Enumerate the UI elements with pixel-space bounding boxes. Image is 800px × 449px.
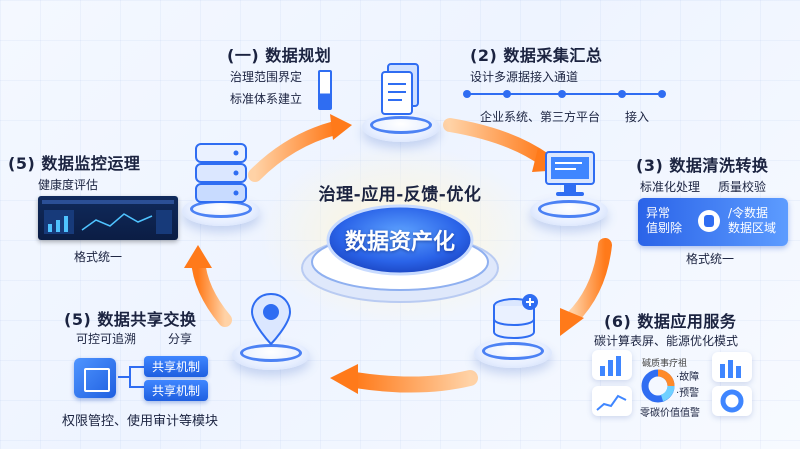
clean-title: (3) 数据清洗转换 — [636, 156, 769, 175]
share-subtitle-share: 分享 — [168, 332, 193, 346]
bar-chart-icon — [600, 356, 621, 376]
collect-subtitle: 设计多源据接入通道 — [470, 70, 579, 84]
apply-line-chart-tile — [592, 386, 632, 416]
apply-subtitle: 碳计算表屏、能源优化模式 — [594, 334, 739, 348]
arrow-share-to-monitor — [191, 253, 232, 327]
apply-ring-tile — [712, 386, 752, 416]
arrow-apply-to-share — [347, 370, 478, 393]
donut-chart-icon — [641, 369, 675, 403]
arrow-collect-to-clean — [443, 118, 552, 167]
monitor-icon — [545, 151, 595, 196]
clean-footer: 格式统一 — [686, 252, 735, 266]
clean-region-line-1: /令数据 — [728, 206, 769, 220]
apply-fault-label: ·故障 — [676, 372, 700, 383]
share-title: (5) 数据共享交换 — [64, 310, 197, 329]
collect-title: (2) 数据采集汇总 — [470, 46, 603, 65]
share-mechanism-button-1[interactable]: 共享机制 — [144, 356, 209, 377]
plan-line-2: 标准体系建立 — [230, 92, 303, 106]
share-hub-icon — [74, 358, 116, 398]
dashboard-chart-icon — [42, 200, 174, 234]
arrowhead-apply-to-share — [330, 364, 358, 394]
arrowhead-clean-to-apply — [560, 308, 584, 336]
location-pin-icon — [250, 292, 292, 346]
share-mechanism-button-2[interactable]: 共享机制 — [144, 380, 209, 401]
clean-outlier-line-2: 值剔除 — [646, 221, 683, 235]
clean-region-line-2: 数据区域 — [728, 221, 777, 235]
monitor-subtitle: 健康度评估 — [38, 178, 99, 192]
collect-pedestal — [362, 112, 440, 142]
share-subtitle-trace: 可控可追溯 — [76, 332, 137, 346]
share-connector-icon — [118, 366, 144, 388]
plan-line-1: 治理范围界定 — [230, 70, 303, 84]
line-chart-icon — [596, 394, 627, 411]
document-stack-icon — [381, 63, 419, 115]
arrow-clean-to-apply — [565, 238, 612, 325]
clean-outlier-label: 异常 值剔除 — [646, 206, 682, 236]
server-icon — [195, 143, 247, 203]
clean-subtitle-standardize: 标准化处理 — [640, 180, 701, 194]
apply-bar-chart-tile — [592, 350, 632, 380]
apply-warning-label: ·预警 — [676, 388, 700, 399]
bar-chart-icon-2 — [720, 360, 741, 378]
share-footer: 权限管控、使用审计等模块 — [62, 414, 219, 429]
core-label: 数据资产化 — [344, 230, 455, 255]
clean-outlier-line-1: 异常 — [646, 206, 671, 220]
collect-access-label: 接入 — [625, 110, 650, 124]
clean-region-label: /令数据 数据区域 — [728, 206, 776, 236]
clean-subtitle-quality: 质量校验 — [718, 180, 767, 194]
database-plus-icon — [493, 294, 538, 339]
monitor-dashboard-thumbnail — [38, 196, 178, 240]
apply-bar-chart-tile-2 — [712, 352, 752, 382]
collect-timeline — [463, 90, 666, 98]
apply-pedestal — [474, 338, 552, 368]
apply-value-label: 零碳价值值警 — [640, 408, 700, 419]
plan-title: (一) 数据规划 — [227, 46, 332, 65]
ruler-icon — [318, 70, 332, 110]
ring-chart-icon — [720, 389, 744, 413]
apply-tile-caption: 碱质事疗祖 — [642, 359, 688, 369]
apply-title: (6) 数据应用服务 — [604, 312, 737, 331]
monitor-title: (5) 数据监控运理 — [8, 154, 141, 173]
cycle-headline: 治理-应用-反馈-优化 — [318, 185, 482, 205]
collect-source-label: 企业系统、第三方平台 — [480, 110, 601, 124]
clean-db-icon — [698, 210, 720, 232]
core-disc — [326, 204, 474, 276]
clean-pedestal — [530, 196, 608, 226]
arrowhead-monitor-to-plan — [330, 114, 352, 140]
arrow-monitor-to-plan — [248, 121, 342, 182]
monitor-footer: 格式统一 — [74, 250, 123, 264]
arrowhead-share-to-monitor — [184, 245, 212, 268]
